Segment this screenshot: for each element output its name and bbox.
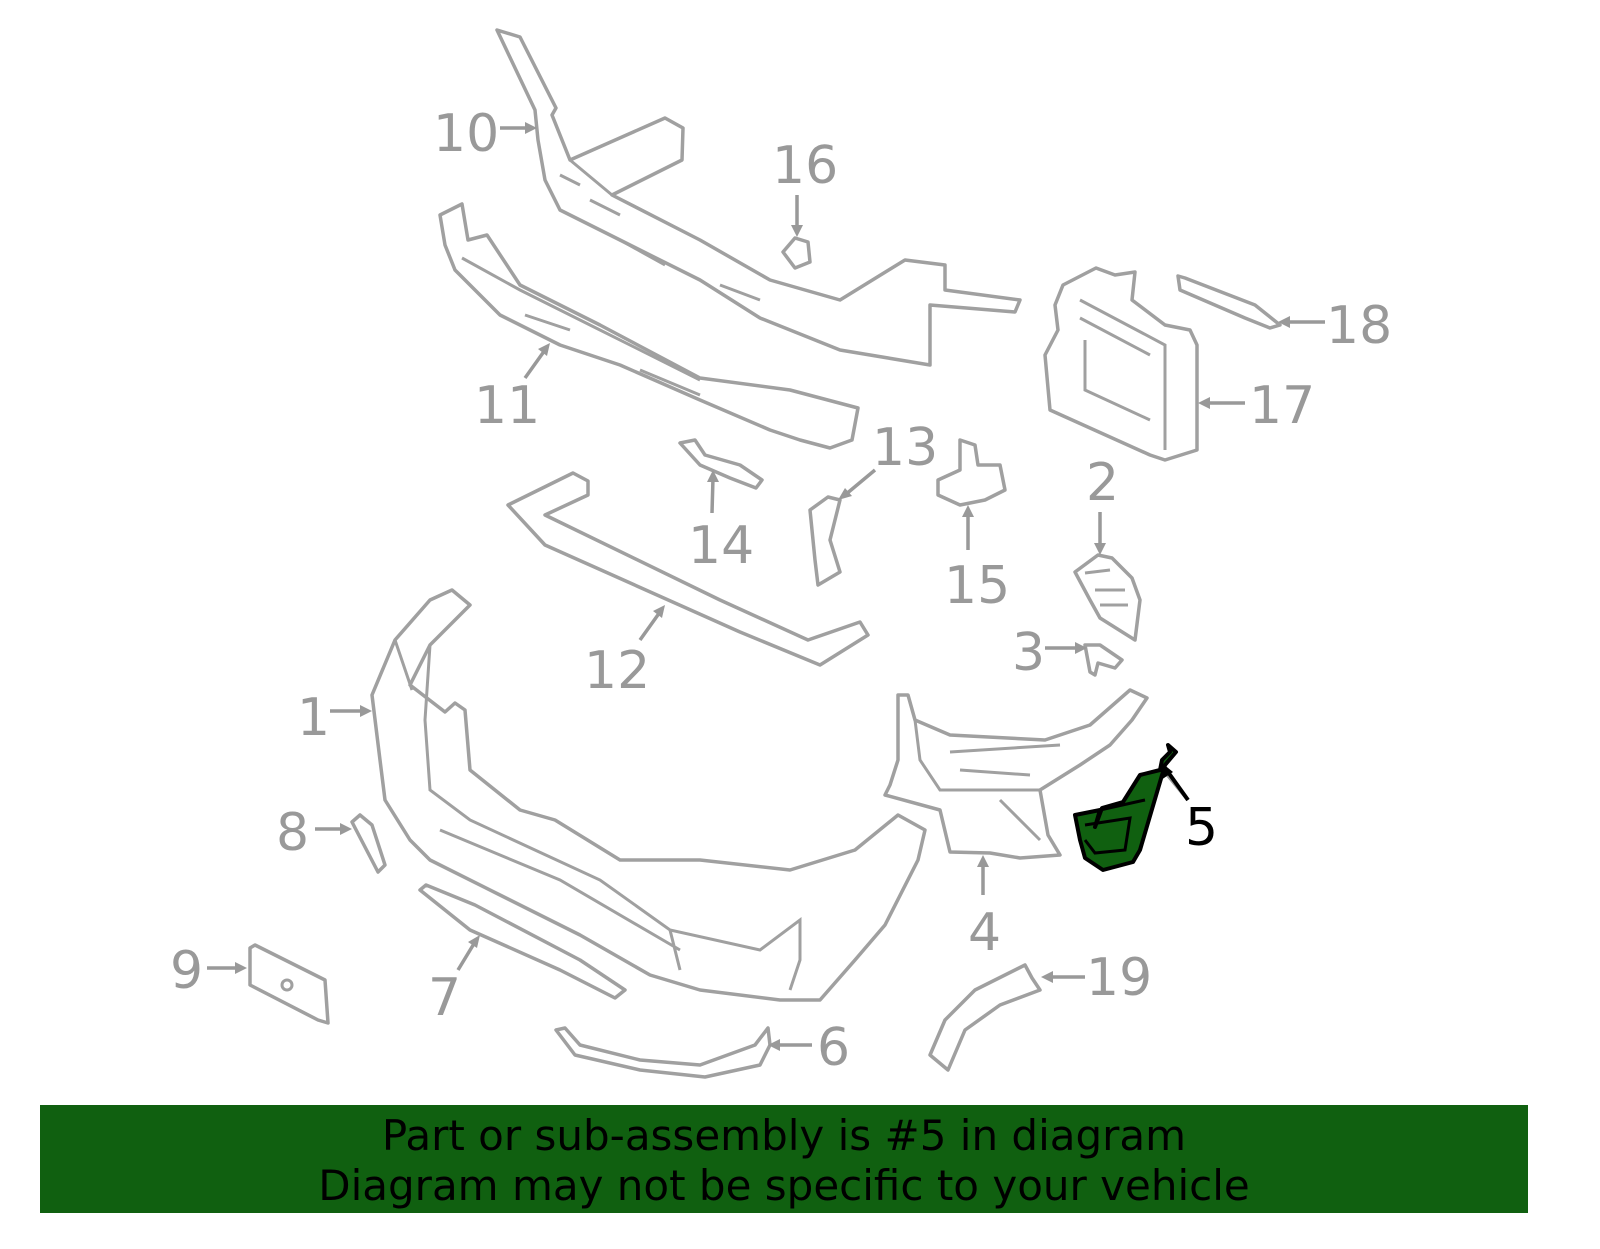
label-5: 5	[1185, 798, 1218, 858]
part-13	[808, 495, 842, 587]
part-7	[418, 883, 627, 1000]
part-4	[883, 688, 1149, 860]
leader-arrows	[207, 122, 1325, 1051]
part-2	[1073, 553, 1142, 642]
label-17: 17	[1249, 376, 1315, 436]
part-15	[936, 438, 1007, 507]
label-4: 4	[968, 903, 1001, 963]
label-8: 8	[276, 803, 309, 863]
label-7: 7	[428, 968, 461, 1028]
label-15: 15	[944, 556, 1010, 616]
banner-line-part: Part or sub-assembly is #5 in diagram	[381, 1111, 1187, 1160]
part-17	[1043, 266, 1199, 462]
label-18: 18	[1326, 296, 1392, 356]
callout-labels: 1 2 3 4 5 6 7 8 9 10 11 12 13 14 15 16 1…	[170, 104, 1392, 1078]
part-6	[554, 1026, 772, 1079]
label-1: 1	[297, 688, 330, 748]
part-5-highlighted	[1073, 743, 1178, 872]
label-2: 2	[1086, 453, 1119, 513]
part-11	[438, 202, 860, 450]
banner-line-disclaimer: Diagram may not be specific to your vehi…	[318, 1161, 1250, 1210]
label-13: 13	[872, 418, 938, 478]
info-banner: Part or sub-assembly is #5 in diagram Di…	[40, 1105, 1528, 1213]
part-19	[928, 963, 1042, 1072]
part-10	[495, 28, 1022, 367]
part-1	[370, 588, 927, 1002]
part-16	[781, 236, 812, 270]
part-3	[1083, 643, 1124, 677]
part-18	[1176, 274, 1282, 330]
label-19: 19	[1086, 948, 1152, 1008]
label-11: 11	[474, 376, 540, 436]
label-16: 16	[772, 136, 838, 196]
part-8	[350, 813, 387, 874]
part-9	[248, 943, 330, 1025]
label-9: 9	[170, 941, 203, 1001]
label-12: 12	[584, 641, 650, 701]
label-3: 3	[1012, 623, 1045, 683]
part-14	[678, 438, 764, 490]
label-10: 10	[433, 104, 499, 164]
label-6: 6	[817, 1018, 850, 1078]
label-14: 14	[688, 516, 754, 576]
part-12	[506, 471, 870, 667]
